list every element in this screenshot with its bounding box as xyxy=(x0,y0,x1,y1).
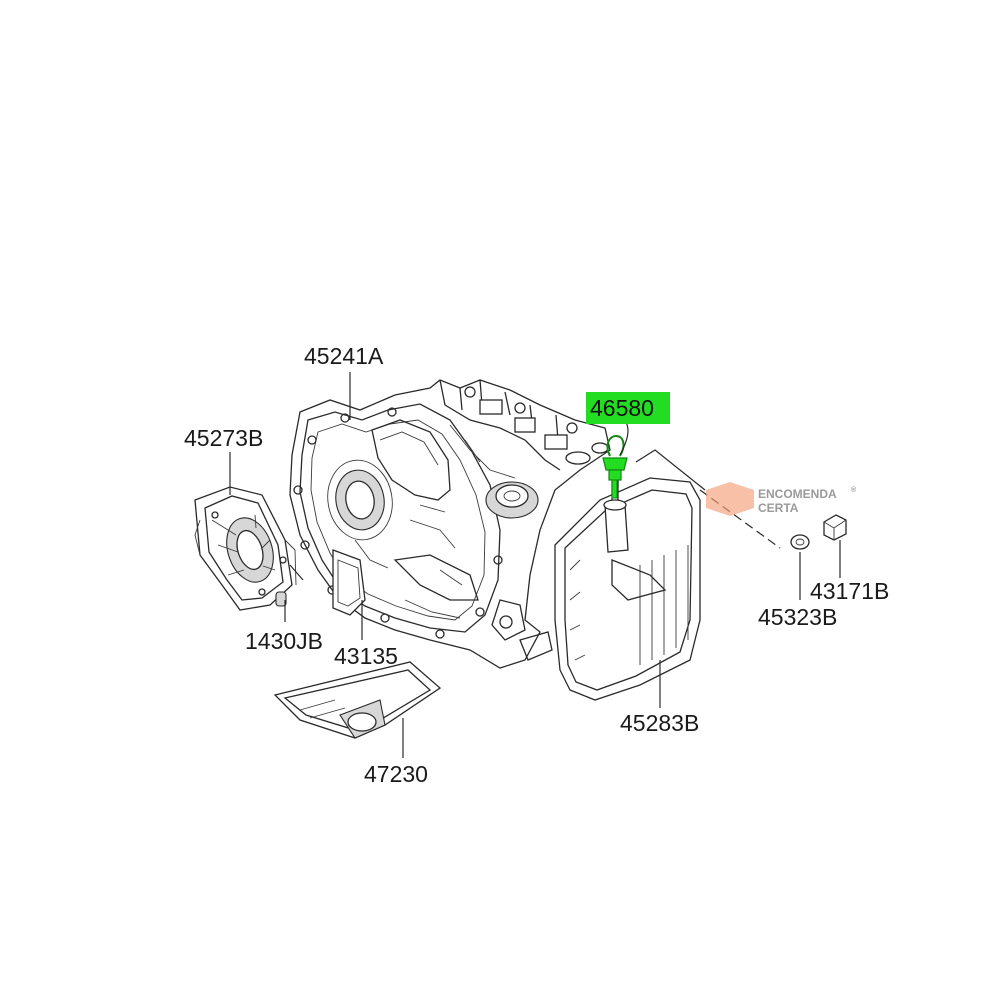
part-label-45241a[interactable]: 45241A xyxy=(304,343,384,369)
pin-illustration xyxy=(275,591,287,607)
part-label-1430jb[interactable]: 1430JB xyxy=(245,628,323,654)
part-label-45323b[interactable]: 45323B xyxy=(758,604,837,630)
part-label-46580[interactable]: 46580 xyxy=(590,395,654,421)
encomenda-certa-watermark: ENCOMENDA ® CERTA xyxy=(706,482,857,516)
dipstick-illustration xyxy=(602,434,628,499)
watermark-mark: ® xyxy=(851,486,857,494)
oil-pan-illustration xyxy=(554,468,701,701)
oil-filter-illustration xyxy=(273,661,442,739)
highlighted-part-box xyxy=(586,392,670,424)
watermark-line2: CERTA xyxy=(758,501,799,515)
part-label-45283b[interactable]: 45283B xyxy=(620,710,699,736)
converter-housing-cover-illustration xyxy=(194,486,297,611)
part-label-43171b[interactable]: 43171B xyxy=(810,578,889,604)
part-label-45273b[interactable]: 45273B xyxy=(184,425,263,451)
washer-illustration xyxy=(790,534,810,550)
part-label-47230[interactable]: 47230 xyxy=(364,761,428,787)
watermark-line1: ENCOMENDA xyxy=(758,487,837,501)
gasket-illustration xyxy=(332,549,366,616)
part-labels: 45241A 45273B 46580 43171B 45323B 1430JB… xyxy=(184,343,889,787)
drain-plug-illustration xyxy=(823,514,847,541)
watermark-logo-icon xyxy=(706,482,754,516)
part-label-43135[interactable]: 43135 xyxy=(334,643,398,669)
